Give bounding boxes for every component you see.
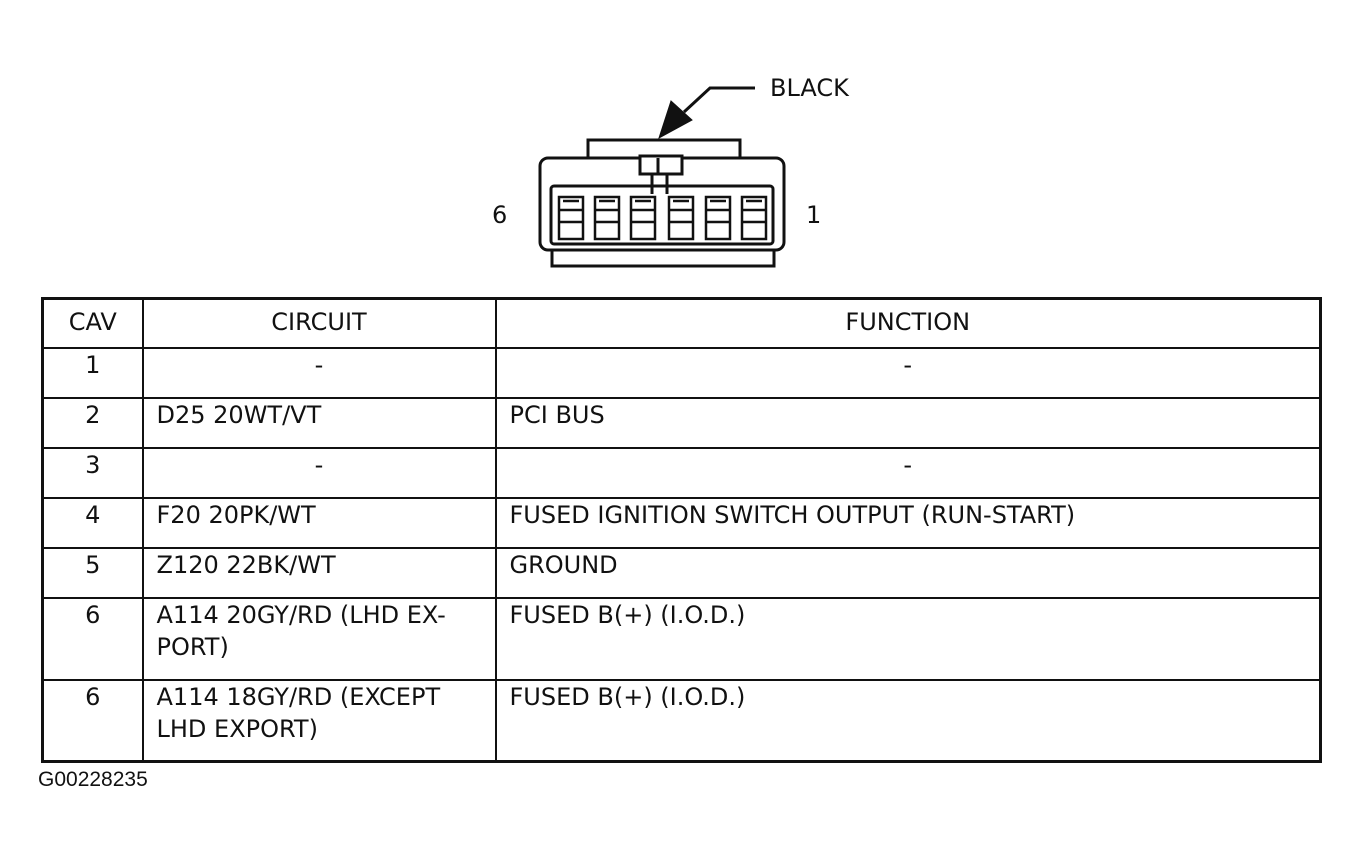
figure-id: G00228235 — [38, 768, 148, 791]
header-circuit: CIRCUIT — [141, 297, 497, 349]
pin-6-label: 6 — [492, 201, 507, 229]
function-cell: - — [494, 446, 1322, 499]
table-row: 4 F20 20PK/WT FUSED IGNITION SWITCH OUTP… — [41, 496, 1322, 549]
cav-cell: 6 — [41, 596, 144, 681]
circuit-line: A114 20GY/RD (LHD EX- — [156, 600, 446, 629]
cav-cell: 4 — [41, 496, 144, 549]
table-row: 3 - - — [41, 446, 1322, 499]
connector-color-label: BLACK — [770, 74, 850, 102]
function-cell: - — [494, 346, 1322, 399]
function-cell: PCI BUS — [494, 396, 1322, 449]
cav-cell: 3 — [41, 446, 144, 499]
pinout-table: CAV CIRCUIT FUNCTION 1 - - 2 D25 20WT/VT… — [41, 297, 1322, 763]
circuit-cell: A114 18GY/RD (EXCEPT LHD EXPORT) — [141, 678, 497, 763]
table-header-row: CAV CIRCUIT FUNCTION — [41, 297, 1322, 349]
pin-1-label: 1 — [806, 201, 821, 229]
cav-cell: 5 — [41, 546, 144, 599]
circuit-line: LHD EXPORT) — [156, 714, 318, 743]
function-cell: GROUND — [494, 546, 1322, 599]
cav-cell: 6 — [41, 678, 144, 763]
table-row: 2 D25 20WT/VT PCI BUS — [41, 396, 1322, 449]
circuit-cell: A114 20GY/RD (LHD EX- PORT) — [141, 596, 497, 681]
circuit-cell: - — [141, 346, 497, 399]
table-row: 6 A114 20GY/RD (LHD EX- PORT) FUSED B(+) … — [41, 596, 1322, 681]
function-cell: FUSED B(+) (I.O.D.) — [494, 596, 1322, 681]
table-row: 6 A114 18GY/RD (EXCEPT LHD EXPORT) FUSED … — [41, 678, 1322, 763]
circuit-line: PORT) — [156, 632, 229, 661]
terminal-cavity-6 — [557, 195, 585, 241]
circuit-cell: D25 20WT/VT — [141, 396, 497, 449]
terminal-cavities — [557, 195, 768, 241]
terminal-cavity-3 — [667, 195, 695, 241]
connector-diagram: BLACK 6 1 — [492, 74, 850, 268]
header-cav: CAV — [41, 297, 144, 349]
function-cell: FUSED B(+) (I.O.D.) — [494, 678, 1322, 763]
header-function: FUNCTION — [494, 297, 1322, 349]
function-cell: FUSED IGNITION SWITCH OUTPUT (RUN-START) — [494, 496, 1322, 549]
terminal-cavity-5 — [593, 195, 621, 241]
terminal-cavity-2 — [704, 195, 732, 241]
circuit-line: A114 18GY/RD (EXCEPT — [156, 682, 441, 711]
table-row: 1 - - — [41, 346, 1322, 399]
cav-cell: 2 — [41, 396, 144, 449]
terminal-cavity-4 — [629, 195, 657, 241]
circuit-cell: F20 20PK/WT — [141, 496, 497, 549]
circuit-cell: - — [141, 446, 497, 499]
cav-cell: 1 — [41, 346, 144, 399]
table-row: 5 Z120 22BK/WT GROUND — [41, 546, 1322, 599]
circuit-cell: Z120 22BK/WT — [141, 546, 497, 599]
terminal-cavity-1 — [740, 195, 768, 241]
color-callout-arrow — [658, 86, 755, 140]
